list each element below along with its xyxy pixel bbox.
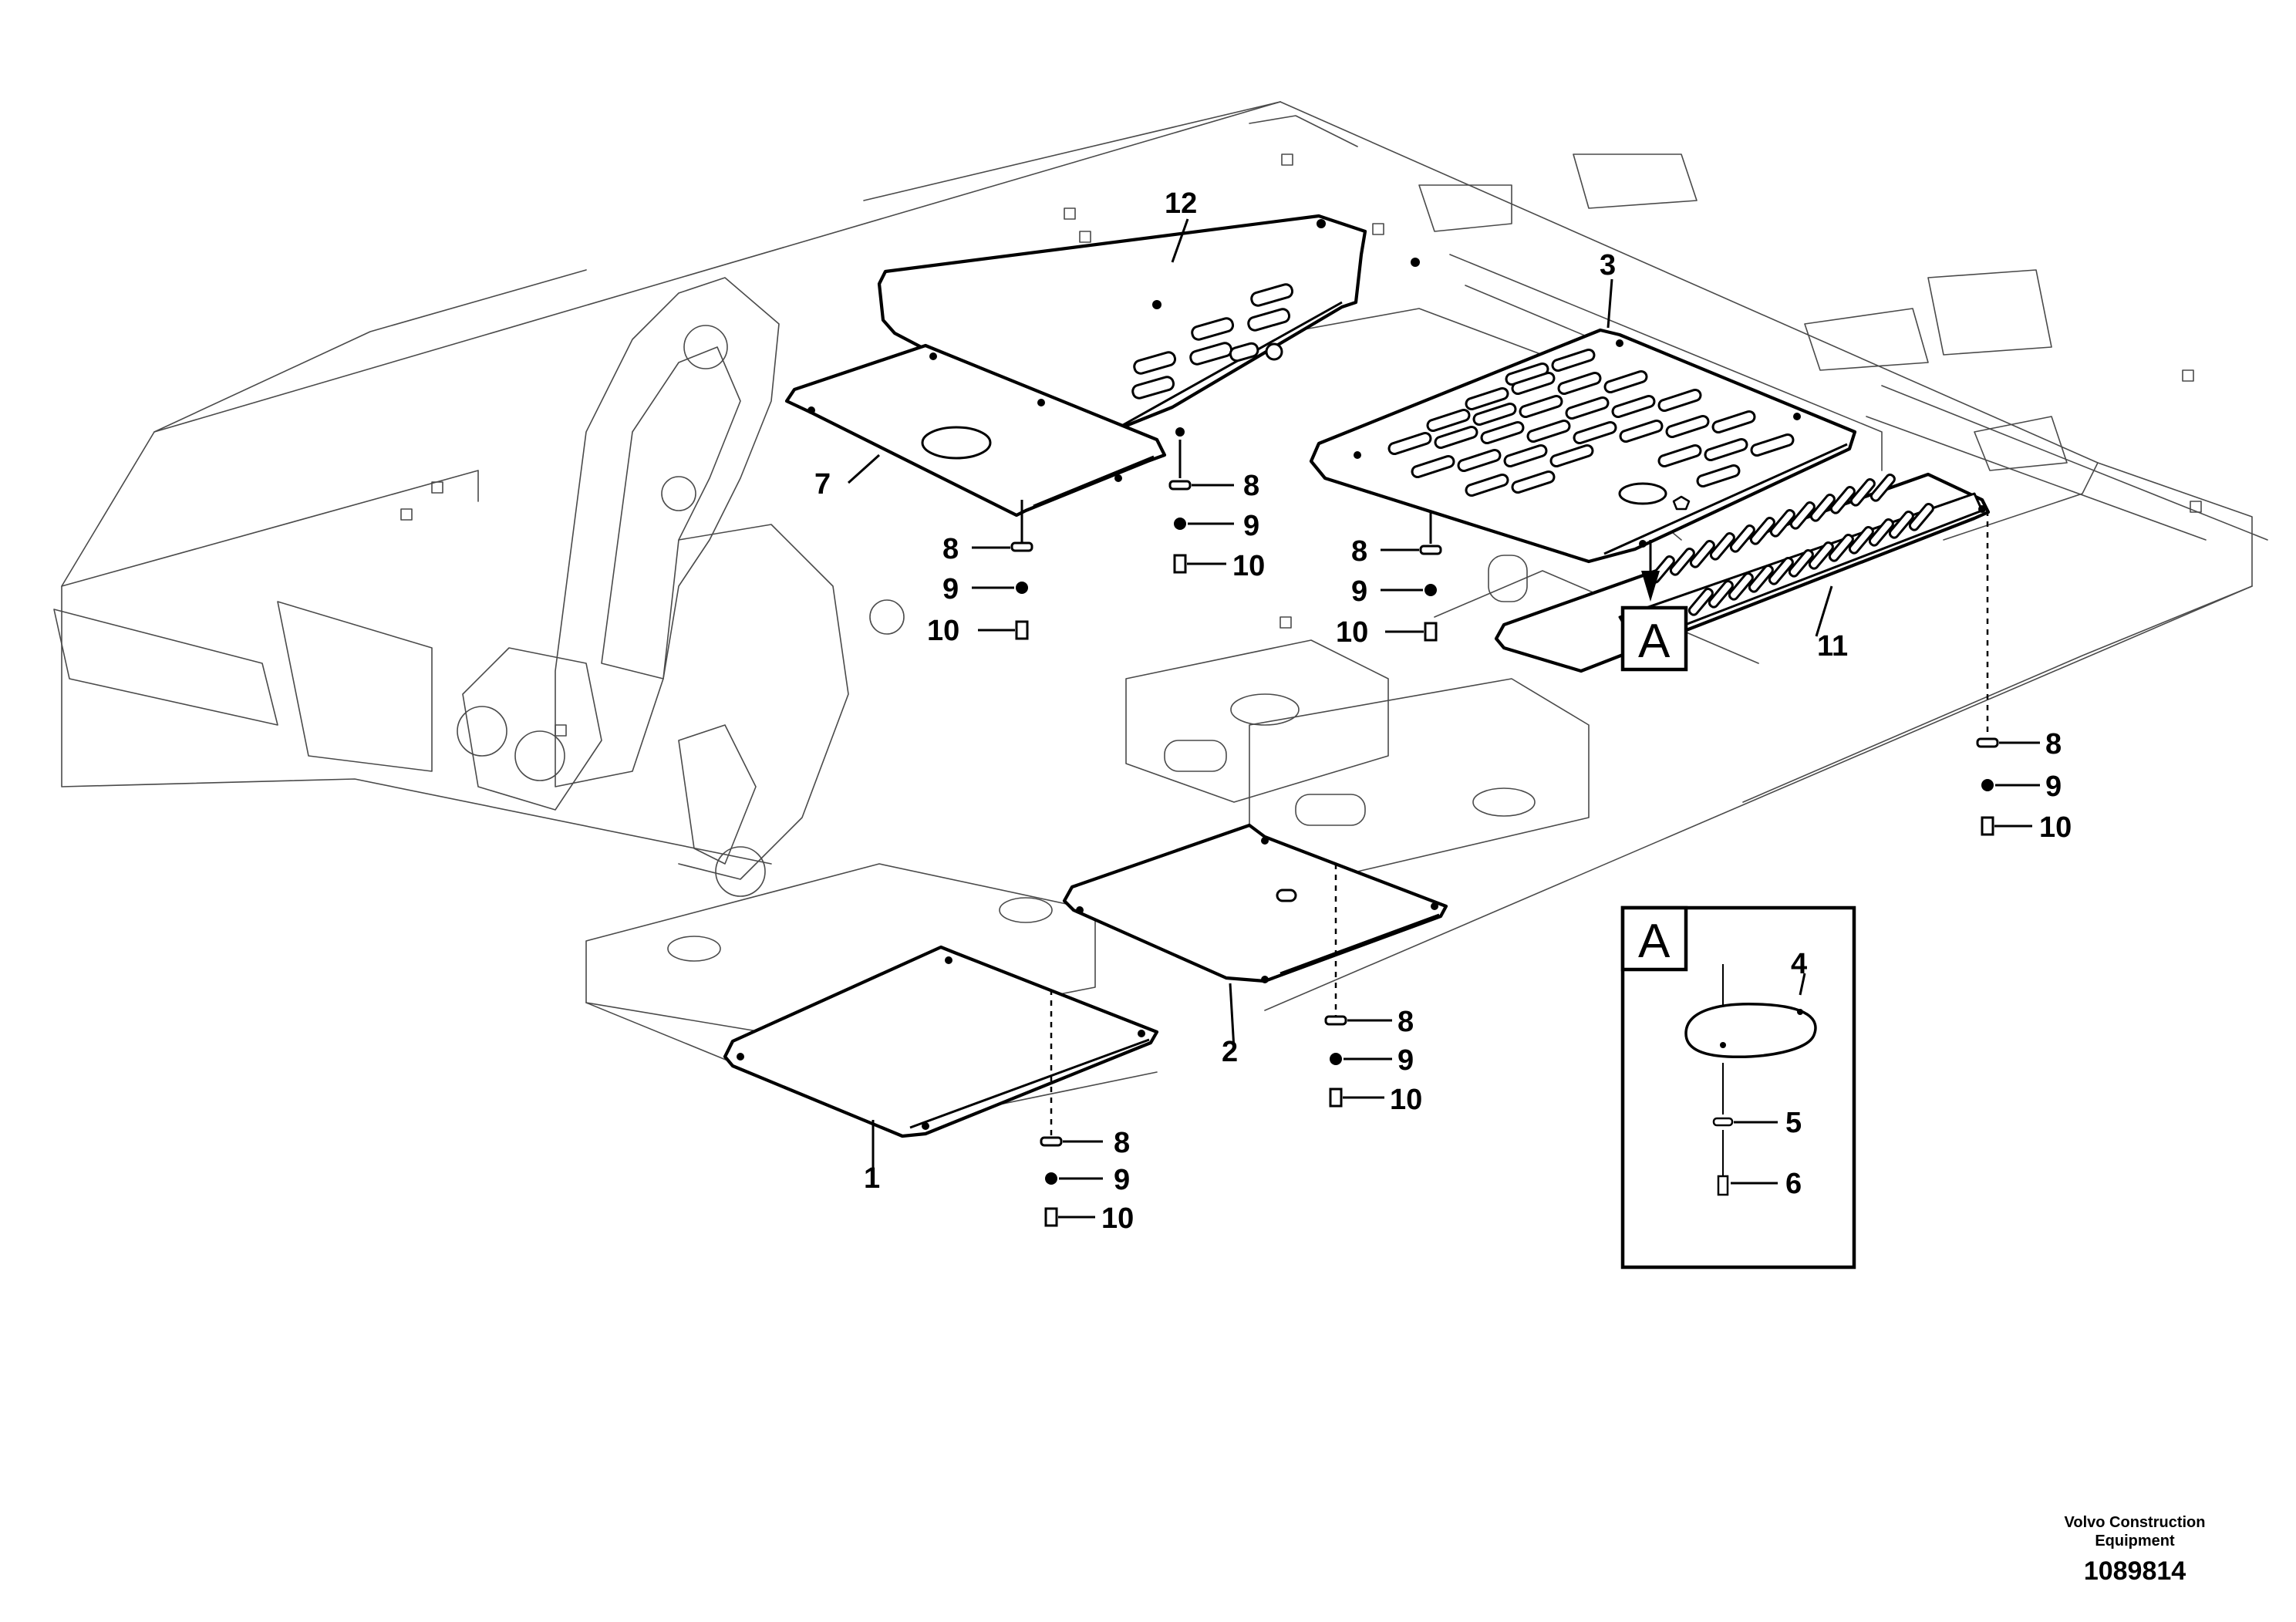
- callout-9-panel12: 9: [1243, 510, 1259, 542]
- detail-view-a: A 4 5 6: [1620, 905, 1856, 1270]
- callout-9-panel11: 9: [2045, 771, 2062, 803]
- callout-4: 4: [1791, 948, 1807, 980]
- detail-view-a-letter: A: [1638, 915, 1671, 968]
- brand-line-1: Volvo Construction: [2065, 1514, 2206, 1531]
- callout-8-panel7: 8: [942, 533, 959, 565]
- panel-3: [1309, 328, 1857, 564]
- fastener-stack-11: [1976, 737, 2040, 836]
- callout-9-panel7: 9: [942, 573, 959, 605]
- callout-11: 11: [1817, 630, 1848, 663]
- callout-8-panel2: 8: [1397, 1006, 1414, 1038]
- fastener-stack-3: [1381, 545, 1442, 642]
- detail-marker-a-letter: A: [1638, 615, 1671, 668]
- callout-10-panel2: 10: [1390, 1084, 1422, 1116]
- detail-marker-a: A: [1620, 605, 1688, 672]
- footer-credit: Volvo Construction Equipment 1089814: [2065, 1514, 2206, 1586]
- callout-10-panel11: 10: [2039, 811, 2072, 844]
- callout-10-panel3: 10: [1336, 616, 1368, 649]
- callout-8-panel11: 8: [2045, 728, 2062, 760]
- panel-12-slots: [1131, 283, 1294, 400]
- callout-2: 2: [1222, 1036, 1238, 1068]
- callout-1: 1: [864, 1162, 880, 1195]
- leader-lines: [847, 218, 1989, 1172]
- callout-7: 7: [814, 468, 831, 501]
- fastener-stack-7: [972, 541, 1033, 640]
- callout-6: 6: [1785, 1168, 1802, 1200]
- callout-12: 12: [1165, 187, 1197, 220]
- callout-labels: 12 3 7 11 2 1 8 9 10 8 9 10 8 9 10 8 9 1…: [814, 187, 2072, 1235]
- callout-9-panel1: 9: [1114, 1164, 1130, 1196]
- panel-7: [784, 343, 1167, 518]
- fastener-stack-1: [1040, 1136, 1103, 1227]
- callout-3: 3: [1600, 249, 1616, 282]
- callout-9-panel3: 9: [1351, 575, 1367, 608]
- callout-8-panel12: 8: [1243, 470, 1259, 502]
- panel-3-slots: [1387, 349, 1795, 505]
- callout-10-panel1: 10: [1101, 1202, 1134, 1235]
- callout-10-panel12: 10: [1232, 550, 1265, 582]
- callout-8-panel3: 8: [1351, 535, 1367, 568]
- fastener-stack-2: [1324, 1015, 1392, 1108]
- drawing-number: 1089814: [2084, 1556, 2186, 1586]
- callout-9-panel2: 9: [1397, 1044, 1414, 1077]
- panel-1: [723, 945, 1159, 1138]
- callout-8-panel1: 8: [1114, 1127, 1130, 1159]
- fastener-stack-12: [1168, 480, 1234, 574]
- panel-2: [1062, 823, 1448, 983]
- brand-line-2: Equipment: [2095, 1533, 2175, 1549]
- callout-5: 5: [1785, 1107, 1802, 1139]
- callout-10-panel7: 10: [927, 615, 959, 647]
